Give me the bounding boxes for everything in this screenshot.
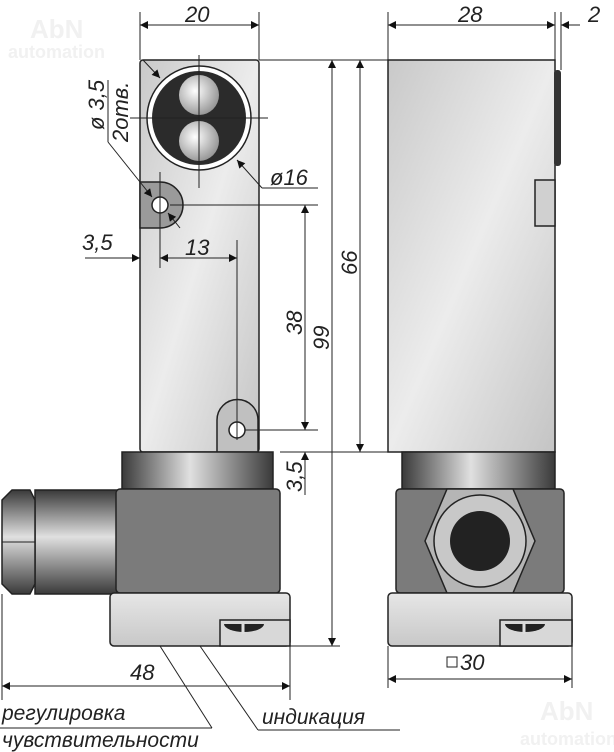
label-sensitivity-adjust-1: регулировка xyxy=(1,702,125,725)
dim-hole-spacing-x: 13 xyxy=(185,235,210,260)
side-indicator xyxy=(534,179,556,227)
watermark-brand: AbN xyxy=(540,696,593,726)
front-nut-ring xyxy=(121,451,274,490)
side-face-tab xyxy=(554,70,561,166)
front-indicator-window xyxy=(219,619,291,647)
dim-total-width: 48 xyxy=(130,660,155,685)
watermark-bottom: AbN automation xyxy=(520,696,614,749)
dim-hole-offset-x: 3,5 xyxy=(82,230,113,255)
side-view xyxy=(387,59,573,647)
dim-hole-diameter: ø 3,5 xyxy=(84,79,109,130)
front-view xyxy=(1,55,291,647)
square-symbol-icon xyxy=(446,656,458,668)
dim-front-width: 20 xyxy=(184,2,210,27)
dim-square-size: 30 xyxy=(460,650,485,675)
cable-entry xyxy=(450,511,510,571)
dim-hole-spacing-y: 38 xyxy=(282,310,307,335)
dim-total-height: 99 xyxy=(309,326,334,350)
dim-side-width: 28 xyxy=(457,2,483,27)
side-indicator-window xyxy=(499,619,573,647)
front-connector-housing xyxy=(115,488,281,594)
label-sensitivity-adjust-2: чувствительности xyxy=(2,729,199,752)
dim-hole-count: 2отв. xyxy=(108,82,133,143)
watermark-sub: automation xyxy=(520,729,614,749)
watermark-top: AbN automation xyxy=(8,14,105,62)
dim-hole-offset-y: 3,5 xyxy=(282,461,307,492)
gland-body xyxy=(34,489,118,595)
dim-body-height: 66 xyxy=(337,250,362,275)
label-indication: индикация xyxy=(262,706,365,729)
dimension-lines: 20 28 2 ø 3,5 2отв. ø16 3,5 13 38 3,5 66 xyxy=(0,2,600,731)
watermark-brand: AbN xyxy=(30,14,83,44)
side-nut-ring xyxy=(401,451,556,490)
side-body xyxy=(387,59,556,453)
watermark-sub: automation xyxy=(8,42,105,62)
dim-side-tab: 2 xyxy=(587,2,600,27)
dim-face-diameter: ø16 xyxy=(270,165,309,190)
